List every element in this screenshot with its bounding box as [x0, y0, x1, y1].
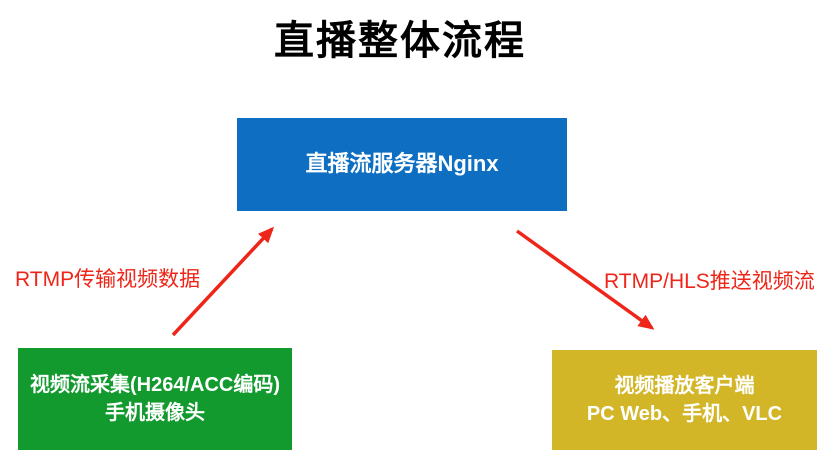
page-title: 直播整体流程	[274, 19, 526, 63]
node-playback-client-line1: 视频播放客户端	[614, 375, 755, 397]
node-stream-server-label: 直播流服务器Nginx	[305, 151, 499, 177]
node-video-capture: 视频流采集(H264/ACC编码) 手机摄像头	[18, 348, 292, 450]
node-stream-server: 直播流服务器Nginx	[237, 118, 567, 211]
node-video-capture-line2: 手机摄像头	[105, 402, 205, 424]
edge-label-rtmp-upload: RTMP传输视频数据	[15, 268, 201, 291]
edge-label-rtmp-hls-push: RTMP/HLS推送视频流	[604, 270, 815, 293]
node-playback-client: 视频播放客户端 PC Web、手机、VLC	[552, 350, 817, 450]
node-video-capture-line1: 视频流采集(H264/ACC编码)	[29, 374, 281, 396]
node-playback-client-line2: PC Web、手机、VLC	[586, 403, 783, 425]
